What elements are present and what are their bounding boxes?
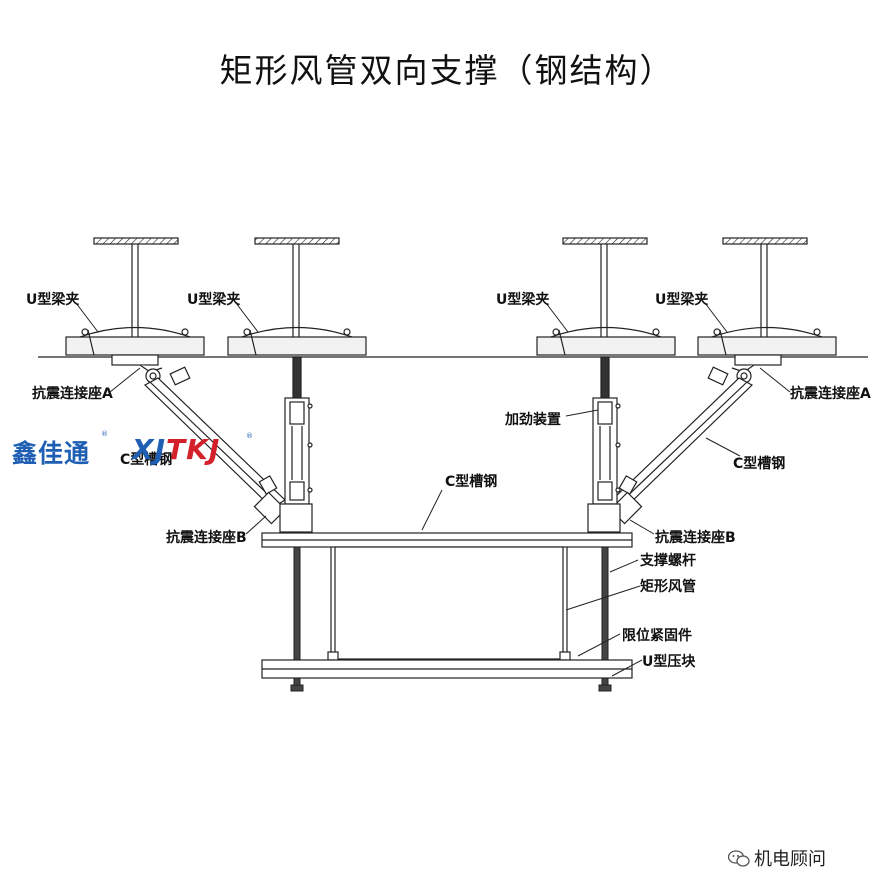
label-seismic-seat-a-left: 抗震连接座A [32,386,113,402]
label-c-channel-right: C型槽钢 [733,456,786,472]
label-u-beam-clamp-2: U型梁夹 [187,292,241,308]
label-rect-duct: 矩形风管 [640,579,696,595]
brand-logo-cn: 鑫佳通 [12,439,91,468]
logo-en-red: TKJ [166,433,221,466]
registered-mark-2: ® [246,432,253,440]
leader-lines [75,302,791,677]
registered-mark-1: ® [101,430,108,438]
rectangular-duct [327,546,571,661]
label-u-beam-clamp-4: U型梁夹 [655,292,709,308]
steel-beam-4 [697,237,837,356]
wechat-icon [728,850,750,867]
label-u-beam-clamp-3: U型梁夹 [496,292,550,308]
label-stiffener: 加劲装置 [505,412,561,428]
watermark-text: 机电顾问 [754,849,826,870]
label-c-channel-middle: C型槽钢 [445,474,498,490]
steel-beam-1 [65,237,205,356]
left-diagonal-brace [111,354,287,525]
label-support-screw: 支撑螺杆 [640,553,696,569]
steel-beam-3 [536,237,676,356]
right-vertical-hanger [587,356,621,533]
left-vertical-hanger [279,356,313,533]
label-c-channel-left: C型槽钢 [120,452,173,468]
right-diagonal-brace [609,354,782,525]
watermark: 机电顾问 [728,845,826,871]
support-screws [290,546,612,692]
label-seismic-seat-b-right: 抗震连接座B [655,530,736,546]
label-seismic-seat-a-right: 抗震连接座A [790,386,871,402]
steel-beam-2 [227,237,367,356]
lower-c-channel [261,659,633,679]
upper-c-channel [261,532,633,548]
label-limit-fastener: 限位紧固件 [622,628,692,644]
label-u-press-block: U型压块 [642,654,696,670]
drawing-title: 矩形风管双向支撑（钢结构） [219,51,675,90]
logo-en-blue: XJ [132,433,167,466]
brand-logo-en: XJTKJ [132,433,220,466]
label-u-beam-clamp-1: U型梁夹 [26,292,80,308]
label-seismic-seat-b-left: 抗震连接座B [166,530,247,546]
